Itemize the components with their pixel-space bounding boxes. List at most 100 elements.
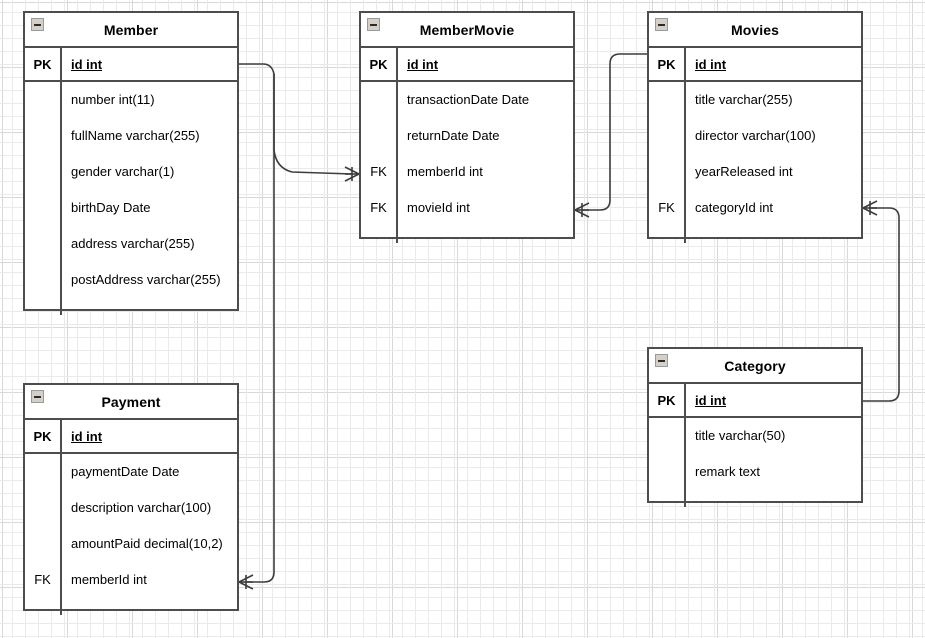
attribute-row[interactable]: gender varchar(1) xyxy=(25,153,237,189)
attribute-key: PK xyxy=(649,48,686,82)
attribute-name: id int xyxy=(685,48,861,82)
attribute-name: gender varchar(1) xyxy=(61,153,237,189)
attribute-table: PK id int number int(11) fullName varchar(2… xyxy=(25,48,237,315)
attribute-name-text: address varchar(255) xyxy=(71,235,195,251)
attribute-name: amountPaid decimal(10,2) xyxy=(61,525,237,561)
attribute-key xyxy=(25,189,62,225)
attribute-name-text: id int xyxy=(71,56,103,72)
attribute-row-spacer xyxy=(361,225,573,243)
attribute-name: remark text xyxy=(685,453,861,489)
attribute-name: id int xyxy=(61,420,237,454)
attribute-name: description varchar(100) xyxy=(61,489,237,525)
attribute-name-text: paymentDate Date xyxy=(71,464,180,479)
attribute-key xyxy=(25,117,62,153)
attribute-name: address varchar(255) xyxy=(61,225,237,261)
attribute-name-text: id int xyxy=(407,56,439,72)
connector-member-payment xyxy=(238,74,275,590)
attribute-name-text: memberId int xyxy=(71,571,147,587)
spacer-key-cell xyxy=(25,597,62,615)
entity-title-bar: Payment xyxy=(25,385,237,420)
attribute-row[interactable]: number int(11) xyxy=(25,81,237,117)
attribute-name: movieId int xyxy=(397,189,573,225)
minus-box-icon[interactable] xyxy=(655,18,668,31)
attribute-row[interactable]: PK id int xyxy=(25,48,237,82)
attribute-key xyxy=(25,453,62,489)
attribute-name-text: remark text xyxy=(695,463,761,479)
attribute-name-text: title varchar(50) xyxy=(695,428,786,443)
attribute-row[interactable]: transactionDate Date xyxy=(361,81,573,117)
spacer-name-cell xyxy=(397,225,573,243)
attribute-row-spacer xyxy=(649,489,861,507)
attribute-row[interactable]: remark text xyxy=(649,453,861,489)
connector-member-membermovie xyxy=(239,63,360,182)
attribute-row[interactable]: FK memberId int xyxy=(25,561,237,597)
attribute-row[interactable]: description varchar(100) xyxy=(25,489,237,525)
attribute-name-text: fullName varchar(255) xyxy=(71,127,200,143)
attribute-key: PK xyxy=(649,384,686,418)
minus-box-icon[interactable] xyxy=(655,354,668,367)
attribute-row[interactable]: amountPaid decimal(10,2) xyxy=(25,525,237,561)
attribute-name-text: id int xyxy=(695,56,727,72)
attribute-key xyxy=(649,117,686,153)
attribute-name: number int(11) xyxy=(61,81,237,117)
minus-box-icon[interactable] xyxy=(367,18,380,31)
attribute-name-text: birthDay Date xyxy=(71,199,151,215)
attribute-name-text: title varchar(255) xyxy=(695,92,793,107)
attribute-name: postAddress varchar(255) xyxy=(61,261,237,297)
entity-title-bar: Movies xyxy=(649,13,861,48)
attribute-row[interactable]: fullName varchar(255) xyxy=(25,117,237,153)
entity-name: MemberMovie xyxy=(419,21,515,38)
attribute-key xyxy=(25,81,62,117)
attribute-name: yearReleased int xyxy=(685,153,861,189)
attribute-name: fullName varchar(255) xyxy=(61,117,237,153)
attribute-row[interactable]: yearReleased int xyxy=(649,153,861,189)
minus-glyph xyxy=(34,395,41,398)
attribute-key: PK xyxy=(25,48,62,82)
attribute-row[interactable]: address varchar(255) xyxy=(25,225,237,261)
entity-name: Member xyxy=(103,21,159,38)
entity-name: Category xyxy=(724,357,786,374)
attribute-row[interactable]: paymentDate Date xyxy=(25,453,237,489)
attribute-key xyxy=(361,81,398,117)
attribute-name: birthDay Date xyxy=(61,189,237,225)
attribute-name: categoryId int xyxy=(685,189,861,225)
attribute-name: id int xyxy=(61,48,237,82)
attribute-row[interactable]: postAddress varchar(255) xyxy=(25,261,237,297)
attribute-key xyxy=(25,153,62,189)
attribute-name-text: id int xyxy=(71,428,103,444)
spacer-key-cell xyxy=(25,297,62,315)
attribute-key: FK xyxy=(25,561,62,597)
spacer-name-cell xyxy=(685,489,861,507)
minus-box-icon[interactable] xyxy=(31,18,44,31)
attribute-row[interactable]: title varchar(255) xyxy=(649,81,861,117)
attribute-name: title varchar(255) xyxy=(685,81,861,117)
attribute-key: FK xyxy=(361,153,398,189)
minus-glyph xyxy=(658,23,665,26)
attribute-name: id int xyxy=(397,48,573,82)
attribute-name: memberId int xyxy=(397,153,573,189)
minus-box-icon[interactable] xyxy=(31,390,44,403)
attribute-row[interactable]: director varchar(100) xyxy=(649,117,861,153)
entity-name: Payment xyxy=(101,393,161,410)
attribute-key: FK xyxy=(649,189,686,225)
attribute-row[interactable]: PK id int xyxy=(649,48,861,82)
attribute-key xyxy=(649,453,686,489)
attribute-row[interactable]: title varchar(50) xyxy=(649,417,861,453)
attribute-row[interactable]: returnDate Date xyxy=(361,117,573,153)
attribute-name-text: gender varchar(1) xyxy=(71,163,175,179)
entity-title-bar: Member xyxy=(25,13,237,48)
attribute-row[interactable]: birthDay Date xyxy=(25,189,237,225)
